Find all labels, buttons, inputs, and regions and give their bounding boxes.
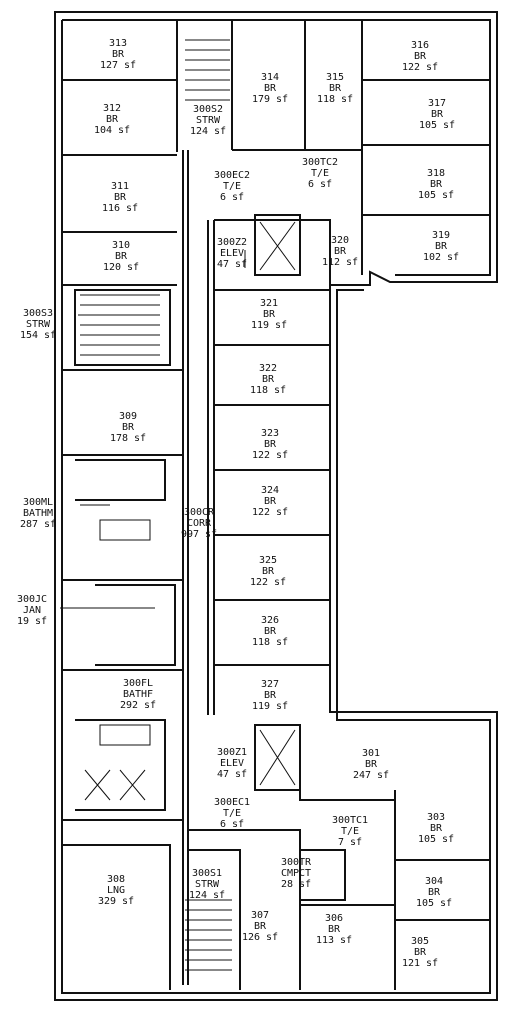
outer-wall-inner [61, 19, 491, 994]
outer-wall [54, 11, 498, 1001]
